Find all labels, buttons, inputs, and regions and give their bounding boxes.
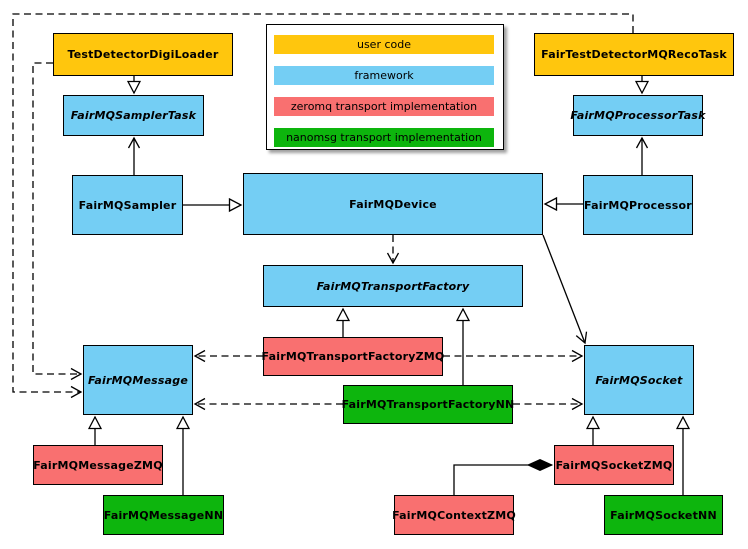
class-box-fairmqmessagenn: FairMQMessageNN (103, 495, 224, 535)
class-box-fairmqsocketzmq: FairMQSocketZMQ (554, 445, 674, 485)
legend-item-nanomsg: nanomsg transport implementation (274, 128, 494, 147)
legend: user code framework zeromq transport imp… (266, 24, 504, 150)
legend-label: framework (354, 69, 414, 82)
legend-item-user-code: user code (274, 35, 494, 54)
class-box-fairtestdetectormqrecotask: FairTestDetectorMQRecoTask (534, 33, 734, 76)
class-box-fairmqsampler: FairMQSampler (72, 175, 183, 235)
class-box-fairmqprocessor: FairMQProcessor (583, 175, 693, 235)
class-box-testdetectordigiloader: TestDetectorDigiLoader (53, 33, 233, 76)
dependency-recotask-message (12, 13, 634, 399)
class-box-fairmqtransportfactory: FairMQTransportFactory (263, 265, 523, 307)
class-box-fairmqtransportfactorynn: FairMQTransportFactoryNN (342, 385, 514, 424)
class-box-fairmqdevice: FairMQDevice (243, 173, 543, 235)
legend-label: zeromq transport implementation (290, 100, 478, 113)
class-box-fairmqcontextzmq: FairMQContextZMQ (392, 495, 516, 535)
association-device-socket (542, 234, 588, 345)
class-box-fairmqsocket: FairMQSocket (584, 345, 694, 415)
legend-item-framework: framework (274, 66, 494, 85)
class-box-fairmqsamplertask: FairMQSamplerTask (63, 95, 204, 136)
class-box-fairmqmessage: FairMQMessage (83, 345, 193, 415)
class-box-fairmqtransportfactoryzmq: FairMQTransportFactoryZMQ (262, 337, 444, 376)
class-box-fairmqsocketnn: FairMQSocketNN (604, 495, 723, 535)
composition-socketzmq-contextzmq (453, 458, 554, 495)
legend-item-zeromq: zeromq transport implementation (274, 97, 494, 116)
dependency-digiloader-message (32, 62, 83, 381)
legend-label: nanomsg transport implementation (286, 131, 482, 144)
class-box-fairmqmessagezmq: FairMQMessageZMQ (33, 445, 163, 485)
class-box-fairmqprocessortask: FairMQProcessorTask (570, 95, 705, 136)
legend-label: user code (356, 38, 412, 51)
